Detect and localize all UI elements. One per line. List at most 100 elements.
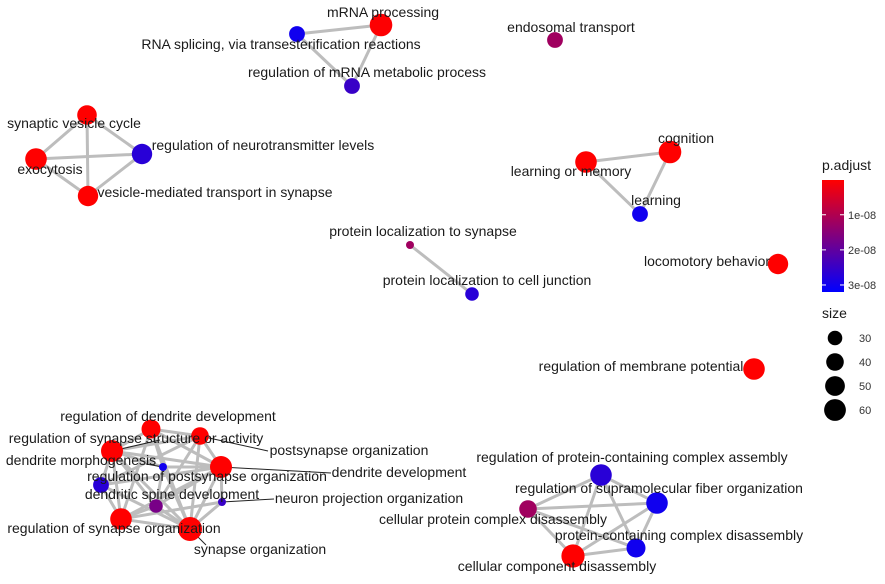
label-leader-line (220, 466, 332, 474)
network-edge (154, 434, 202, 508)
network-node-rna-splicing (289, 26, 305, 42)
network-edge (154, 465, 223, 508)
network-edge (526, 473, 603, 511)
network-node-reg-synapse-structure (101, 440, 123, 462)
network-node-learning-memory (575, 151, 597, 173)
node-label: neuron projection organization (275, 490, 463, 506)
network-edge (99, 465, 223, 487)
node-label: synaptic vesicle cycle (7, 115, 141, 131)
network-edge (99, 434, 202, 487)
network-edge (584, 150, 672, 164)
color-legend-tick-label: 3e-08 (848, 280, 876, 292)
size-legend-label: 40 (859, 357, 871, 369)
network-node-learning (632, 206, 648, 222)
node-label: endosomal transport (507, 19, 635, 35)
node-label: mRNA processing (327, 4, 439, 20)
network-edge (110, 449, 123, 521)
network-edge (85, 113, 144, 156)
network-edge (110, 449, 223, 469)
edge-layer (34, 23, 672, 558)
node-label: regulation of dendrite development (60, 408, 276, 424)
node-label: regulation of postsynapse organization (87, 468, 327, 484)
node-label: regulation of neurotransmitter levels (152, 137, 375, 153)
network-edge (295, 23, 383, 36)
network-node-protein-loc-cell-junction (465, 287, 479, 301)
node-label: regulation of mRNA metabolic process (248, 64, 486, 80)
network-node-reg-protein-complex-assembly (590, 464, 612, 486)
network-edge (149, 427, 223, 469)
network-node-reg-membrane-potential (743, 358, 765, 380)
network-node-reg-dendrite-dev (141, 419, 161, 439)
network-node-reg-supramolecular-fiber (646, 492, 668, 514)
node-label: regulation of protein-containing complex… (476, 449, 787, 465)
label-leader-line (221, 498, 275, 503)
network-node-exocytosis (25, 148, 47, 170)
color-legend-title: p.adjust (822, 157, 871, 173)
network-edge (119, 500, 224, 521)
network-node-postsynapse-org (191, 427, 209, 445)
node-label: regulation of synapse organization (7, 520, 220, 536)
network-node-endosomal-transport (547, 32, 563, 48)
network-node-cellular-protein-complex-disassembly (519, 500, 537, 518)
label-leader-line (199, 435, 269, 452)
node-label: cellular protein complex disassembly (379, 511, 607, 527)
size-legend-title: size (822, 305, 847, 321)
network-edge (34, 113, 89, 161)
color-legend-bar (822, 180, 844, 292)
network-edge (408, 243, 474, 296)
network-node-protein-complex-disassembly (626, 538, 646, 558)
network-edge (638, 150, 672, 216)
network-node-dendrite-morphogenesis (159, 463, 167, 471)
network-edge (526, 507, 638, 550)
node-label: learning or memory (511, 163, 632, 179)
network-edge (34, 152, 144, 161)
network-edge (86, 152, 144, 198)
node-label: RNA splicing, via transesterification re… (141, 36, 420, 52)
network-node-mrna-processing (369, 13, 393, 37)
size-legend-key (825, 376, 845, 396)
node-label: dendritic spine development (85, 486, 259, 502)
size-legend-keys: 30 40 50 60 (824, 330, 871, 421)
network-node-reg-postsynapse-org (93, 477, 109, 493)
network-node-synapse-org (178, 517, 202, 541)
color-legend-ticks: 1e-08 2e-08 3e-08 (822, 210, 876, 292)
network-edge (110, 434, 202, 453)
node-label: vesicle-mediated transport in synapse (97, 184, 332, 200)
network-edge (599, 473, 638, 550)
node-label: dendrite morphogenesis (6, 452, 156, 468)
node-label: protein-containing complex disassembly (555, 527, 803, 543)
node-label: learning (631, 192, 681, 208)
color-legend-tick-label: 1e-08 (848, 210, 876, 222)
node-label: regulation of supramolecular fiber organ… (515, 480, 803, 496)
network-edge (99, 483, 192, 531)
network-node-locomotory-behavior (767, 253, 789, 275)
network-node-neuron-projection-org (218, 498, 226, 506)
network-edge (110, 449, 158, 508)
network-edge (571, 473, 603, 558)
network-edge (526, 501, 659, 511)
node-label: regulation of synapse structure or activ… (9, 430, 263, 446)
network-node-cognition (658, 140, 682, 164)
size-legend-key (824, 399, 846, 421)
size-legend-label: 60 (859, 405, 871, 417)
network-node-vesicle-transport-synapse (77, 185, 99, 207)
network-node-dendrite-development (210, 456, 232, 478)
node-label: postsynapse organization (270, 442, 429, 458)
network-edge (584, 160, 642, 216)
node-layer (25, 13, 789, 568)
network-edge (571, 501, 659, 558)
node-label: exocytosis (17, 161, 82, 177)
color-legend-tick-label: 2e-08 (848, 245, 876, 257)
size-legend-label: 50 (859, 381, 871, 393)
node-label: synapse organization (194, 541, 326, 557)
size-legend-label: 30 (859, 333, 871, 345)
network-node-reg-synapse-org (110, 508, 132, 530)
legend: p.adjust 1e-08 2e-08 3e-08 size 30 40 50 60 (822, 157, 876, 421)
node-label: protein localization to synapse (329, 223, 517, 239)
size-legend-key (826, 353, 844, 371)
network-node-reg-mrna-metab (344, 78, 360, 94)
node-label: dendrite development (332, 464, 467, 480)
network-node-synaptic-vesicle-cycle (77, 105, 97, 125)
